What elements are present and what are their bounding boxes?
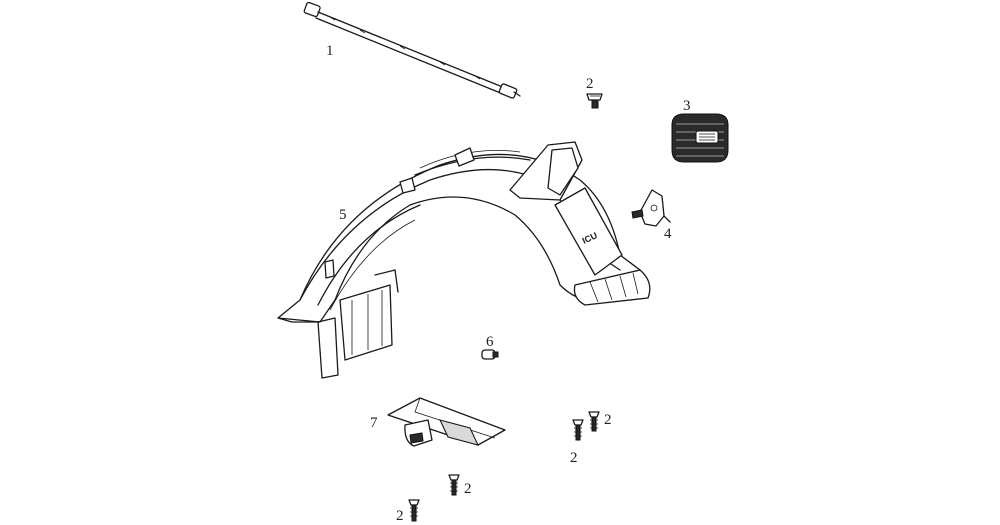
label-part-2-top: 2 [586,76,594,92]
label-part-6: 6 [486,334,494,350]
part-5-rear-fender: ICU [277,141,651,379]
label-part-5: 5 [339,207,347,223]
part-2-screw-bottom-left [408,499,420,522]
part-3-tail-reflector [671,113,729,163]
part-7-splash-plate [387,397,506,447]
label-part-1: 1 [326,43,334,59]
label-part-7: 7 [370,415,378,431]
label-part-4: 4 [664,226,672,242]
label-part-3: 3 [683,98,691,114]
part-2-screw-right-upper [588,411,600,432]
label-part-2-right-upper: 2 [604,412,612,428]
part-4-mount-bracket [631,189,671,227]
label-part-2-bottom-middle: 2 [464,481,472,497]
part-2-screw-bottom-middle [448,474,460,496]
part-6-screw [481,349,499,360]
part-1-wire-harness [303,1,521,99]
part-2-screw-right-lower [572,419,584,441]
label-part-2-right-lower: 2 [570,450,578,466]
part-2-screw-top [586,93,603,109]
label-part-2-bottom-left: 2 [396,508,404,524]
